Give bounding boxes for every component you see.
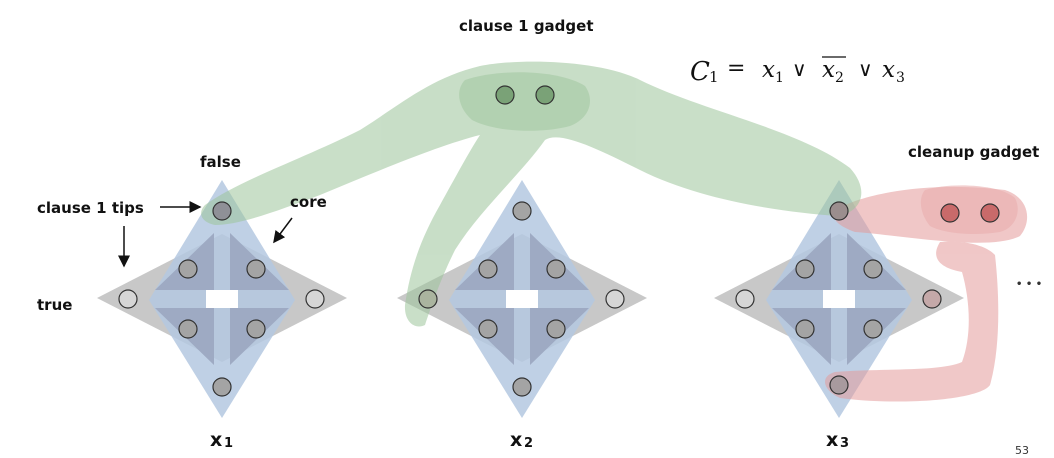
tip-node bbox=[512, 201, 532, 221]
clause-tips-label: clause 1 tips bbox=[37, 199, 144, 217]
clause-gadget-label: clause 1 gadget bbox=[459, 17, 594, 35]
clause-tip-node bbox=[829, 201, 849, 221]
variable-sub: 2 bbox=[524, 436, 533, 451]
center-square bbox=[823, 290, 855, 308]
clause-gadget-node bbox=[535, 85, 555, 105]
formula-term-3-sub: 3 bbox=[896, 70, 905, 86]
clause-tip-node bbox=[418, 289, 438, 309]
variable-sub: 3 bbox=[840, 436, 849, 451]
variable-name: x bbox=[210, 429, 222, 451]
formula-term-2: x bbox=[822, 57, 835, 83]
center-square bbox=[206, 290, 238, 308]
core-node bbox=[863, 319, 883, 339]
cleanup-gadget-node bbox=[940, 203, 960, 223]
formula-term-1: x bbox=[762, 57, 775, 83]
variable-label-x3: x 3 bbox=[826, 429, 849, 451]
core-node bbox=[863, 259, 883, 279]
core-node bbox=[546, 319, 566, 339]
core-node bbox=[546, 259, 566, 279]
tip-node bbox=[735, 289, 755, 309]
tip-node bbox=[305, 289, 325, 309]
formula-lhs: C bbox=[690, 57, 710, 87]
ellipsis: • • • bbox=[1016, 279, 1042, 290]
center-square bbox=[506, 290, 538, 308]
core-node bbox=[178, 259, 198, 279]
core-node bbox=[246, 259, 266, 279]
tip-node bbox=[212, 377, 232, 397]
variable-name: x bbox=[826, 429, 838, 451]
tip-node bbox=[512, 377, 532, 397]
core-node bbox=[795, 319, 815, 339]
clause-gadget-node bbox=[495, 85, 515, 105]
tip-node bbox=[605, 289, 625, 309]
true-label: true bbox=[37, 296, 72, 314]
formula-term-2-sub: 2 bbox=[835, 70, 844, 86]
formula-equals: = bbox=[727, 56, 745, 81]
variable-name: x bbox=[510, 429, 522, 451]
clause-tip-node bbox=[212, 201, 232, 221]
core-node bbox=[246, 319, 266, 339]
variable-label-x2: x 2 bbox=[510, 429, 533, 451]
tip-node bbox=[829, 375, 849, 395]
core-node bbox=[795, 259, 815, 279]
tip-node bbox=[118, 289, 138, 309]
core-node bbox=[478, 259, 498, 279]
formula-term-3: x bbox=[882, 57, 895, 83]
clause-gadget-region bbox=[201, 61, 862, 327]
cleanup-gadget-node bbox=[980, 203, 1000, 223]
formula-lhs-sub: 1 bbox=[709, 68, 719, 86]
variable-sub: 1 bbox=[224, 436, 233, 451]
core-arrow bbox=[273, 217, 293, 244]
core-node bbox=[478, 319, 498, 339]
core-node bbox=[178, 319, 198, 339]
variable-label-x1: x 1 bbox=[210, 429, 233, 451]
clause-formula: C 1 = x 1 ∨ x 2 ∨ x 3 bbox=[690, 56, 905, 87]
formula-term-1-sub: 1 bbox=[775, 70, 784, 86]
false-label: false bbox=[200, 153, 241, 171]
nodes bbox=[118, 85, 1000, 397]
formula-or-1: ∨ bbox=[792, 57, 807, 81]
formula-or-2: ∨ bbox=[858, 57, 873, 81]
page-number: 53 bbox=[1015, 444, 1029, 457]
cleanup-gadget-label: cleanup gadget bbox=[908, 143, 1039, 161]
tip-node bbox=[922, 289, 942, 309]
core-label: core bbox=[290, 193, 327, 211]
